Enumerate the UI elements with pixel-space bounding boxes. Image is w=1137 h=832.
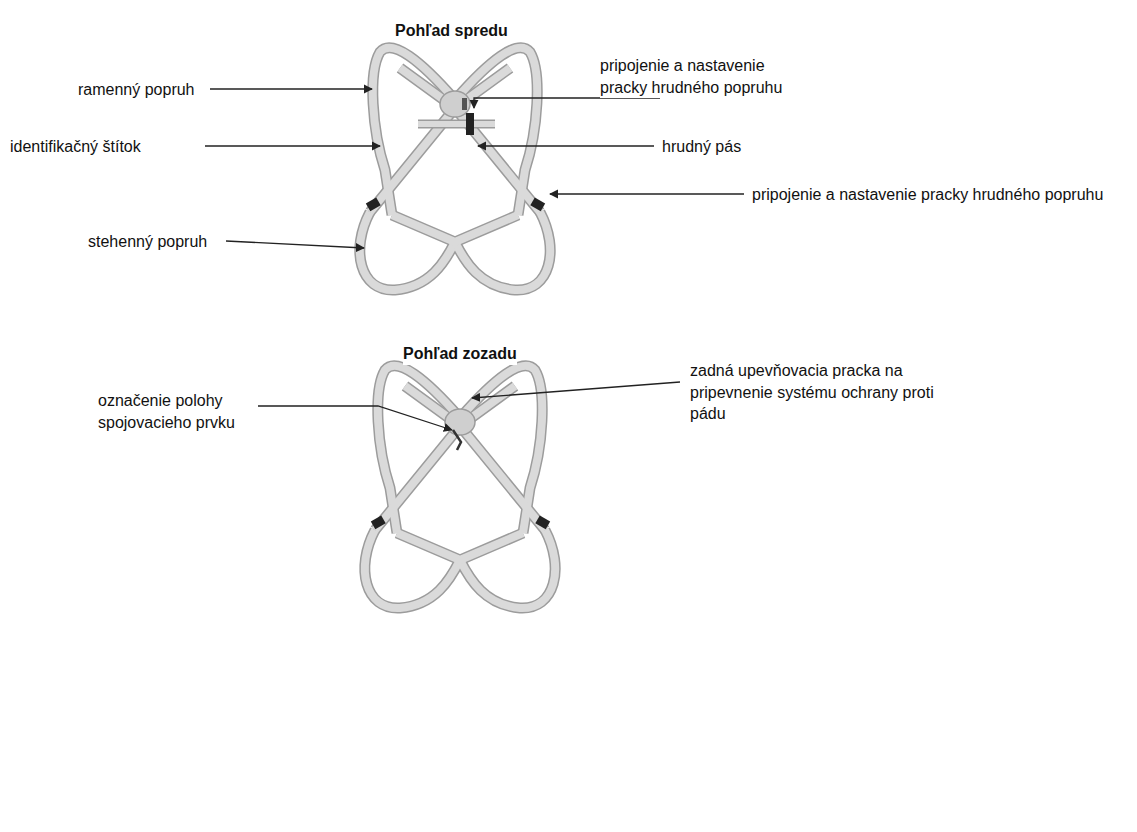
part-label: pripojenie a nastavenie pracky hrudného … <box>752 184 1103 206</box>
part-label: stehenný popruh <box>88 231 207 253</box>
view-heading: Pohľad spredu <box>395 20 508 42</box>
part-label: pripojenie a nastavenie pracky hrudného … <box>600 55 815 98</box>
leader-lines <box>205 89 744 430</box>
part-label: ramenný popruh <box>78 79 195 101</box>
back-harness <box>365 366 555 608</box>
part-label: zadná upevňovacia pracka na pripevnenie … <box>690 360 950 425</box>
view-heading: Pohľad zozadu <box>403 343 517 365</box>
front-harness <box>360 48 550 290</box>
part-label: identifikačný štítok <box>10 136 141 158</box>
part-label: označenie polohy spojovacieho prvku <box>98 390 253 433</box>
part-label: hrudný pás <box>662 136 741 158</box>
